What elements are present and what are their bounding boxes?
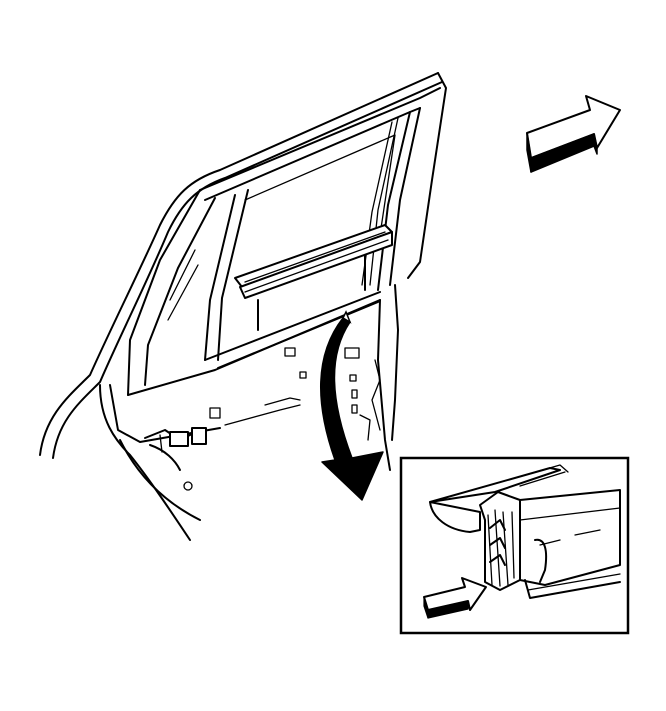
curved-arrow-icon: [319, 310, 384, 501]
door-latch-bracket: [144, 427, 207, 471]
block-arrow-right-icon: [423, 577, 487, 619]
door-frame: [39, 72, 447, 541]
detail-view: [399, 456, 630, 635]
window-sill-seal: [234, 224, 393, 331]
inner-door-panel-details: [183, 347, 381, 491]
block-arrow-right-icon: [526, 95, 621, 173]
